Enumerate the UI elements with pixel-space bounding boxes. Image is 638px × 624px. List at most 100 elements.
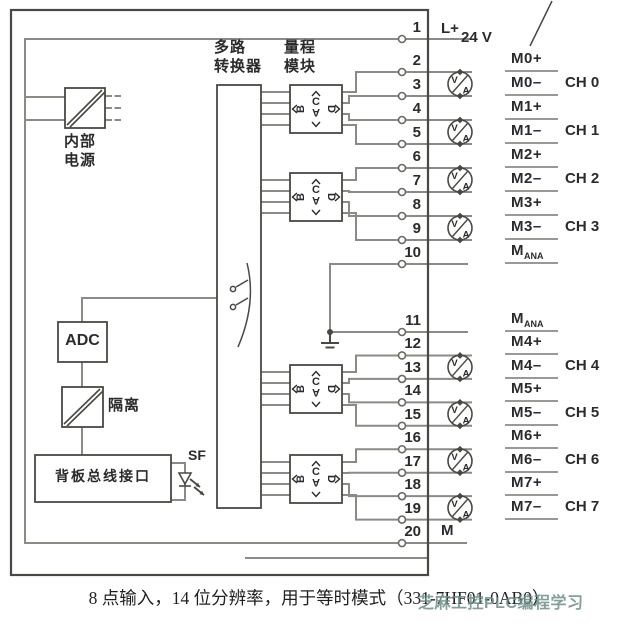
terminal-number-2: 2 [412,52,421,69]
range-to-terminal-wire [342,167,472,181]
terminal-number-16: 16 [404,429,421,447]
terminal-circle-12 [397,351,407,360]
signal-label-MANA: MANA [511,242,544,261]
terminal-circle-14 [397,398,407,407]
signal-label-M3+: M3+ [511,194,543,211]
range-to-terminal-wire [342,404,472,427]
range-module-arrow [291,384,298,394]
sf-label: SF [188,447,206,463]
signal-label-underline [505,238,558,240]
terminal-number-18: 18 [404,476,421,494]
terminal-circle-7 [397,187,407,197]
range-to-terminal-wire [342,377,472,384]
terminal-number-20: 20 [404,523,421,541]
signal-label-M5–: M5– [511,403,542,421]
meter-letter-a: A [463,230,470,241]
range-module-arrow [334,474,341,484]
range-module-letter: D [325,105,337,113]
range-to-terminal-wire [342,448,472,463]
range-module-letter: C [312,466,320,478]
signal-label-underline [505,330,558,332]
terminal-number-7: 7 [412,172,421,189]
watermark-text: 芝麻工控PLC编程学习 [418,595,584,612]
range-to-terminal-wire [342,354,472,373]
mux-label-line1: 多路 [214,39,247,56]
meter-letter-v: V [451,358,458,369]
terminal-circle-5 [397,139,407,149]
mux-label-line2: 转换器 [214,58,263,75]
meter-va-icon: VA [447,492,473,523]
signal-label-underline [505,190,558,192]
terminal-circle-16 [397,444,407,454]
terminal-circle-17 [397,468,407,478]
terminal-number-13: 13 [404,358,421,376]
backplane-box [34,454,172,503]
terminal-circle-4 [397,115,407,125]
meter-slash [451,219,469,237]
range-to-terminal-wires [261,71,472,521]
adc-box [57,321,108,363]
range-module-box [289,84,343,134]
signal-label-underline [505,118,558,120]
meter-slash [451,452,469,470]
terminal-number-9: 9 [412,220,421,237]
meter-va-icon: VA [447,68,473,100]
meter-letter-v: V [451,219,458,230]
meter-slash [451,75,469,93]
signal-label-underline [505,376,558,379]
range-module-arrow [291,104,298,114]
terminal-circle-2 [397,67,407,77]
signal-label-M2–: M2– [511,170,542,187]
signal-label-M4+: M4+ [511,333,543,351]
range-module-arrow [311,460,321,467]
channel-label-ch-2: CH 2 [565,170,600,187]
range-module-arrow [311,401,321,408]
signal-label-underline [505,94,558,96]
terminal-number-15: 15 [404,405,421,423]
meter-va-icon: VA [447,116,473,148]
meter-va-icon: VA [447,164,473,196]
isolation-label: 隔离 [108,397,141,414]
range-to-terminal-wire [342,393,472,404]
range-to-terminal-wire [342,212,472,241]
channel-label-ch-1: CH 1 [565,122,600,139]
range-to-terminal-wire [342,113,472,121]
range-module-letter: B [295,193,307,201]
signal-label-M7+: M7+ [511,474,543,492]
voltage-label: 24 V [461,29,492,46]
junction-dot [327,329,333,335]
range-module-box [289,364,343,414]
channel-label-ch-4: CH 4 [565,356,600,374]
mux-switch-icon [229,262,252,348]
leader-line [529,0,553,47]
terminal-number-12: 12 [404,335,421,353]
meter-connector-diamond [456,188,464,196]
signal-label-M1–: M1– [511,122,542,139]
terminal-circle-1 [397,34,407,44]
range-module-letter: A [312,106,320,118]
channel-label-ch-3: CH 3 [565,218,600,235]
signal-label-underline [505,214,558,216]
signal-label-M4–: M4– [511,356,542,374]
range-module-arrow [291,192,298,202]
range-module-letter: A [312,476,320,488]
signal-label-M6+: M6+ [511,427,543,445]
terminal-number-4: 4 [412,100,421,117]
signal-label-underline [505,423,558,426]
range-to-terminal-wire [342,71,472,93]
frame-and-blocks [9,0,553,577]
range-module-letter: B [295,475,307,483]
wire-mana-t10 [329,263,468,332]
power-supply-diagonal [66,89,106,128]
meter-letter-v: V [451,75,458,86]
terminal-number-5: 5 [412,124,421,141]
meter-slash [451,123,469,141]
range-module-letter: D [325,193,337,201]
range-module-arrow [334,192,341,202]
range-to-terminal-wire [342,494,472,521]
range-to-terminal-wire [342,201,472,217]
range-module-arrow [311,209,321,216]
range-module-letter: A [312,386,320,398]
